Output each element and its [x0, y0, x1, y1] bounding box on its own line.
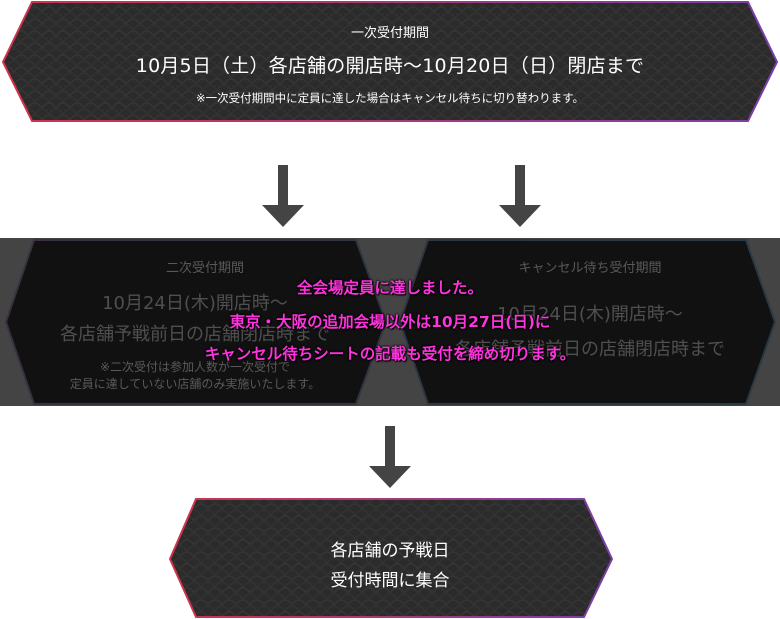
closed-periods-shapes	[4, 239, 777, 405]
second-period-note-line1: ※二次受付は参加人数が一次受付で	[99, 360, 291, 374]
waitlist-period-dates-line2: 各店舗予戦前日の店舗閉店時まで	[455, 339, 725, 360]
second-period-dates-line1: 10月24日(木)開店時〜	[102, 293, 288, 314]
first-period-box	[0, 0, 780, 124]
arrow-down-icon	[499, 165, 541, 227]
notice-line3: キャンセル待ちシートの記載も受付を締め切ります。	[204, 345, 576, 363]
waitlist-period-dates-line1: 10月24日(木)開店時〜	[497, 304, 683, 325]
gathering-line2: 受付時間に集合	[330, 571, 450, 591]
second-period-heading: 二次受付期間	[165, 261, 244, 276]
second-period-note-line2: 定員に達していない店舗のみ実施いたします。	[69, 377, 321, 391]
gathering-line1: 各店舗の予戦日	[330, 541, 450, 561]
arrow-down-icon	[369, 426, 411, 488]
arrow-down-icon	[262, 165, 304, 227]
waitlist-period-heading: キャンセル待ち受付期間	[518, 261, 662, 276]
second-period-dates-line2: 各店舗予戦前日の店舗閉店時まで	[60, 324, 330, 345]
first-period-box-shape	[1, 0, 779, 122]
first-period-note: ※一次受付期間中に定員に達した場合はキャンセル待ちに切り替わります。	[196, 91, 584, 105]
first-period-heading: 一次受付期間	[350, 26, 429, 41]
notice-line2: 東京・大阪の追加会場以外は10月27日(日)に	[229, 313, 551, 331]
closed-periods-overlay	[0, 238, 780, 406]
gathering-box	[168, 498, 614, 618]
notice-line1: 全会場定員に達しました。	[296, 279, 483, 297]
first-period-dates: 10月5日（土）各店舗の開店時〜10月20日（日）閉店まで	[135, 55, 645, 77]
